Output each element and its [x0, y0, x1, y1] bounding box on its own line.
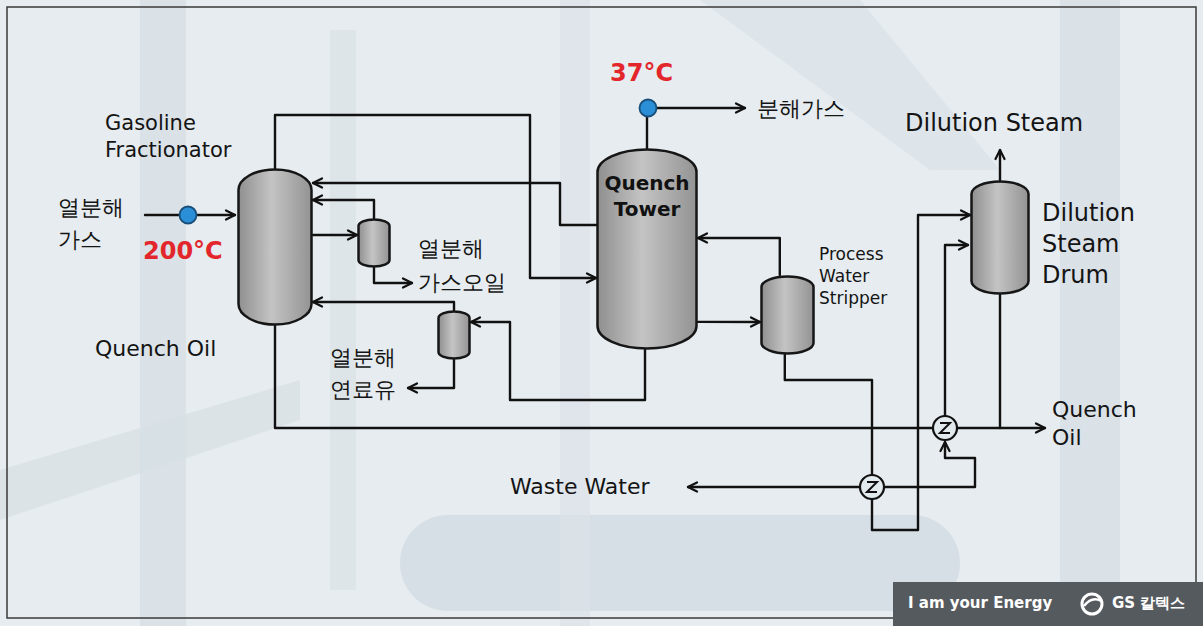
- process-stream: [698, 321, 760, 324]
- vessel-name: 열분해 연료유: [325, 342, 401, 406]
- brand-slogan: I am your Energy: [908, 593, 1052, 613]
- waste-water-line: [688, 486, 860, 488]
- cracked-gas-line: [647, 108, 745, 148]
- water-line: [945, 245, 968, 416]
- vessel-outline: [237, 168, 313, 326]
- stream-label: 분해가스: [757, 95, 845, 123]
- vessel-outline: [357, 218, 391, 268]
- frame: [7, 7, 1196, 618]
- brand-name: GS 칼텍스: [1112, 593, 1185, 613]
- temperature-point: [180, 207, 197, 224]
- quench-tower: Quench Tower: [596, 148, 698, 350]
- pipe-photo: [700, 0, 1000, 170]
- vessel-outline: [239, 170, 312, 325]
- vessel-outline: [762, 277, 814, 354]
- heat-exchanger-symbol: [940, 423, 950, 433]
- temperature-label: 37°C: [610, 58, 673, 88]
- stripper-vessel: Process Water Stripper: [760, 275, 815, 355]
- pipe-photo: [0, 380, 300, 520]
- pipe-photo: [560, 0, 590, 626]
- quench-oil-line: [275, 326, 933, 428]
- pipe-photo: [1060, 0, 1120, 626]
- pipe-photo: [140, 0, 186, 626]
- vessel-name: Quench Tower: [596, 148, 698, 222]
- gas-oil-line: [374, 268, 412, 283]
- brand-logo: [1084, 599, 1101, 606]
- stream-label: Waste Water: [510, 472, 649, 502]
- brand-logo: [1082, 594, 1102, 614]
- vessel-outline: [437, 310, 471, 360]
- process-stream: [313, 183, 596, 225]
- vessel-name: Process Water Stripper: [819, 243, 903, 309]
- vessel-outline: [972, 182, 1029, 294]
- brand-banner: [893, 582, 1203, 626]
- heat-exchanger-symbol: [933, 416, 957, 440]
- small-drum: 열분해 연료유: [437, 310, 471, 360]
- process-stream: [313, 234, 357, 236]
- blowdown-line: [999, 295, 1001, 428]
- fuel-oil-line: [408, 360, 454, 388]
- process-stream: [785, 215, 970, 530]
- stream-label: Quench Oil: [95, 334, 216, 364]
- stream-label: 열분해 가스: [58, 192, 138, 256]
- process-stream: [313, 200, 374, 218]
- process-stream: [313, 302, 454, 310]
- process-stream: [698, 238, 780, 275]
- heat-exchanger-symbol: [933, 416, 957, 440]
- heat-exchanger-symbol: [860, 475, 884, 499]
- temperature-point: [640, 100, 657, 117]
- vessel-name: 열분해 가스오일: [418, 232, 510, 300]
- temperature-label: 200°C: [143, 236, 223, 266]
- small-drum: 열분해 가스오일: [357, 218, 391, 268]
- vessel-outline: [439, 312, 470, 359]
- vessel-outline: [760, 275, 815, 355]
- heat-exchanger-symbol: [867, 482, 877, 492]
- vessel-name: Dilution Steam Drum: [1042, 198, 1174, 291]
- steam-drum: Dilution Steam Drum: [970, 180, 1030, 295]
- vessel-outline: [359, 220, 390, 267]
- water-line: [884, 442, 975, 487]
- gasoline-fractionator: Gasoline Fractionator: [237, 168, 313, 326]
- stream-label: Dilution Steam: [905, 108, 1083, 138]
- steam-line: [999, 150, 1001, 180]
- vessel-outline: [970, 180, 1030, 295]
- vessel-name: Gasoline Fractionator: [105, 110, 265, 164]
- stream-label: Quench Oil: [1052, 396, 1152, 452]
- heat-exchanger-symbol: [860, 475, 884, 499]
